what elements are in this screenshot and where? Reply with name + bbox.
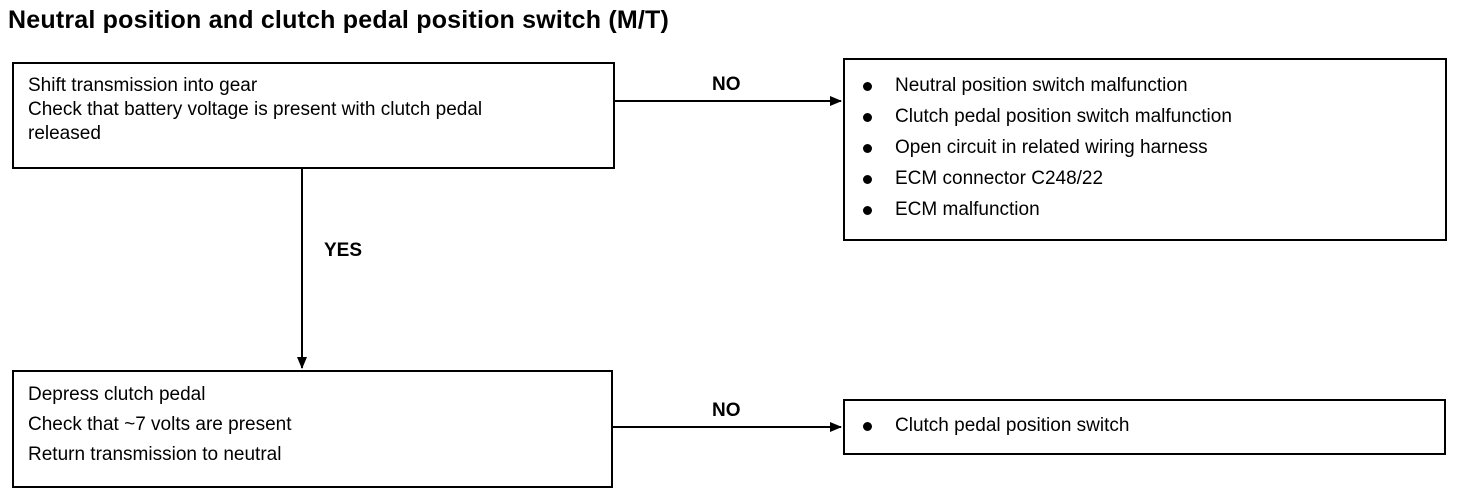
step-line: Shift transmission into gear	[28, 75, 258, 96]
step-box-depress-clutch: Depress clutch pedal Check that ~7 volts…	[12, 370, 613, 488]
bullet-icon	[863, 144, 872, 153]
step-line: Check that battery voltage is present wi…	[28, 99, 483, 120]
fault-text: Clutch pedal position switch malfunction	[895, 106, 1232, 127]
fault-item: Clutch pedal position switch	[857, 414, 1444, 438]
fault-list: Neutral position switch malfunction Clut…	[857, 74, 1445, 222]
step-line: Depress clutch pedal	[28, 384, 206, 405]
fault-item: Clutch pedal position switch malfunction	[857, 105, 1445, 129]
fault-item: ECM connector C248/22	[857, 167, 1445, 191]
result-box-clutch-switch: Clutch pedal position switch	[843, 399, 1446, 455]
fault-text: Clutch pedal position switch	[895, 415, 1130, 436]
step-box-shift-into-gear: Shift transmission into gear Check that …	[12, 62, 615, 169]
result-box-faults: Neutral position switch malfunction Clut…	[843, 58, 1447, 241]
fault-item: Neutral position switch malfunction	[857, 74, 1445, 98]
bullet-icon	[863, 175, 872, 184]
fault-item: Open circuit in related wiring harness	[857, 136, 1445, 160]
fault-text: ECM connector C248/22	[895, 168, 1104, 189]
step-line: released	[28, 123, 101, 144]
bullet-icon	[863, 206, 872, 215]
step-line: Return transmission to neutral	[28, 444, 282, 465]
bullet-icon	[863, 82, 872, 91]
fault-text: ECM malfunction	[895, 199, 1040, 220]
bullet-icon	[863, 113, 872, 122]
bullet-icon	[863, 422, 872, 431]
diagram-title: Neutral position and clutch pedal positi…	[8, 6, 670, 34]
step-line: Check that ~7 volts are present	[28, 414, 292, 435]
branch-label-no: NO	[712, 400, 741, 421]
fault-text: Neutral position switch malfunction	[895, 75, 1188, 96]
branch-label-yes: YES	[324, 240, 363, 261]
fault-list: Clutch pedal position switch	[857, 414, 1444, 438]
fault-item: ECM malfunction	[857, 198, 1445, 222]
branch-label-no: NO	[712, 74, 741, 95]
fault-text: Open circuit in related wiring harness	[895, 137, 1208, 158]
